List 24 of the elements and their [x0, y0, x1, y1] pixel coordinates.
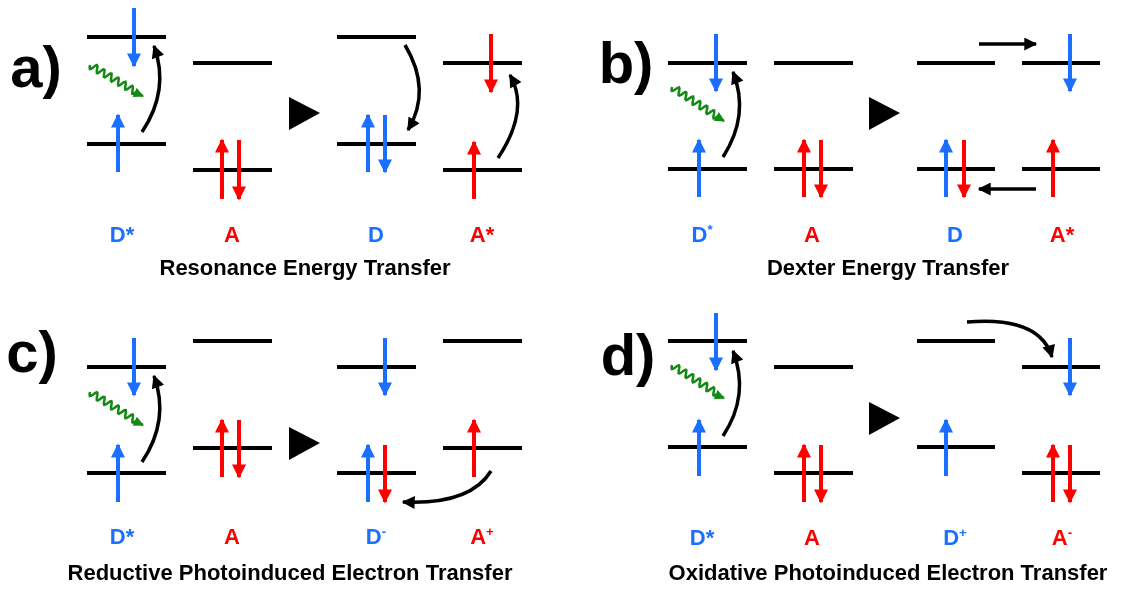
state-label: A$^{+}$: [470, 524, 494, 550]
state-label: A$^{-}$: [1051, 525, 1073, 551]
state-label: D*: [689, 525, 715, 551]
panel-title: Oxidative Photoinduced Electron Transfer: [668, 560, 1108, 586]
state-label: A: [224, 222, 240, 248]
state-label: D*: [109, 524, 135, 550]
panel-letter: b): [598, 31, 654, 95]
panel-title: Reductive Photoinduced Electron Transfer: [67, 560, 513, 586]
state-label: D$^{*}$: [691, 222, 713, 248]
state-label: A: [804, 525, 820, 551]
state-label: A: [804, 222, 820, 248]
state-label: A*: [469, 222, 495, 248]
panel-title: Dexter Energy Transfer: [766, 255, 1010, 281]
panel-letter: c): [6, 320, 58, 384]
panel-letter: d): [600, 323, 656, 387]
state-label: A: [224, 524, 240, 550]
panel-letter: a): [10, 35, 62, 99]
state-label: D: [947, 222, 963, 248]
state-label: D$^{-}$: [365, 524, 387, 550]
panel-title: Resonance Energy Transfer: [159, 255, 451, 281]
state-label: D$^{+}$: [943, 525, 967, 551]
state-label: D*: [109, 222, 135, 248]
state-label: A*: [1049, 222, 1075, 248]
state-label: D: [368, 222, 384, 248]
